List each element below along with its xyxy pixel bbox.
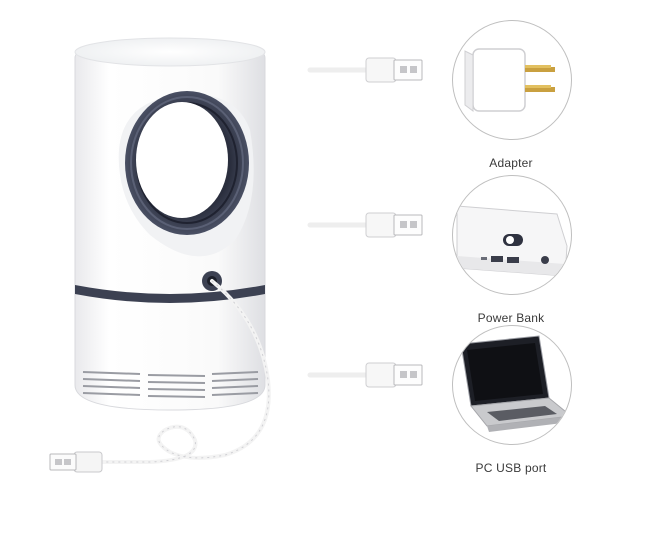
vent-grille: [82, 371, 259, 398]
power-option-power-bank: Power Bank: [300, 175, 664, 325]
power-option-pc: PC USB port: [300, 325, 664, 475]
accent-band: [75, 285, 265, 303]
adapter-circle: [452, 20, 572, 140]
wall-adapter-icon: [464, 48, 555, 112]
caption-adapter: Adapter: [489, 156, 533, 170]
usb-plug-icon: [49, 451, 103, 473]
usb-plug-icon: [307, 362, 423, 388]
caption-pc: PC USB port: [475, 461, 547, 475]
lamp-top: [74, 37, 266, 67]
power-option-adapter: Adapter: [300, 20, 664, 170]
caption-power-bank: Power Bank: [477, 311, 545, 325]
usb-plug-icon: [307, 212, 423, 238]
power-bank-icon: [456, 205, 568, 277]
laptop-icon: [460, 335, 571, 432]
mosquito-lamp: [49, 37, 271, 473]
pc-circle: [452, 325, 572, 445]
usb-plug-icon: [307, 57, 423, 83]
power-bank-circle: [452, 175, 572, 295]
